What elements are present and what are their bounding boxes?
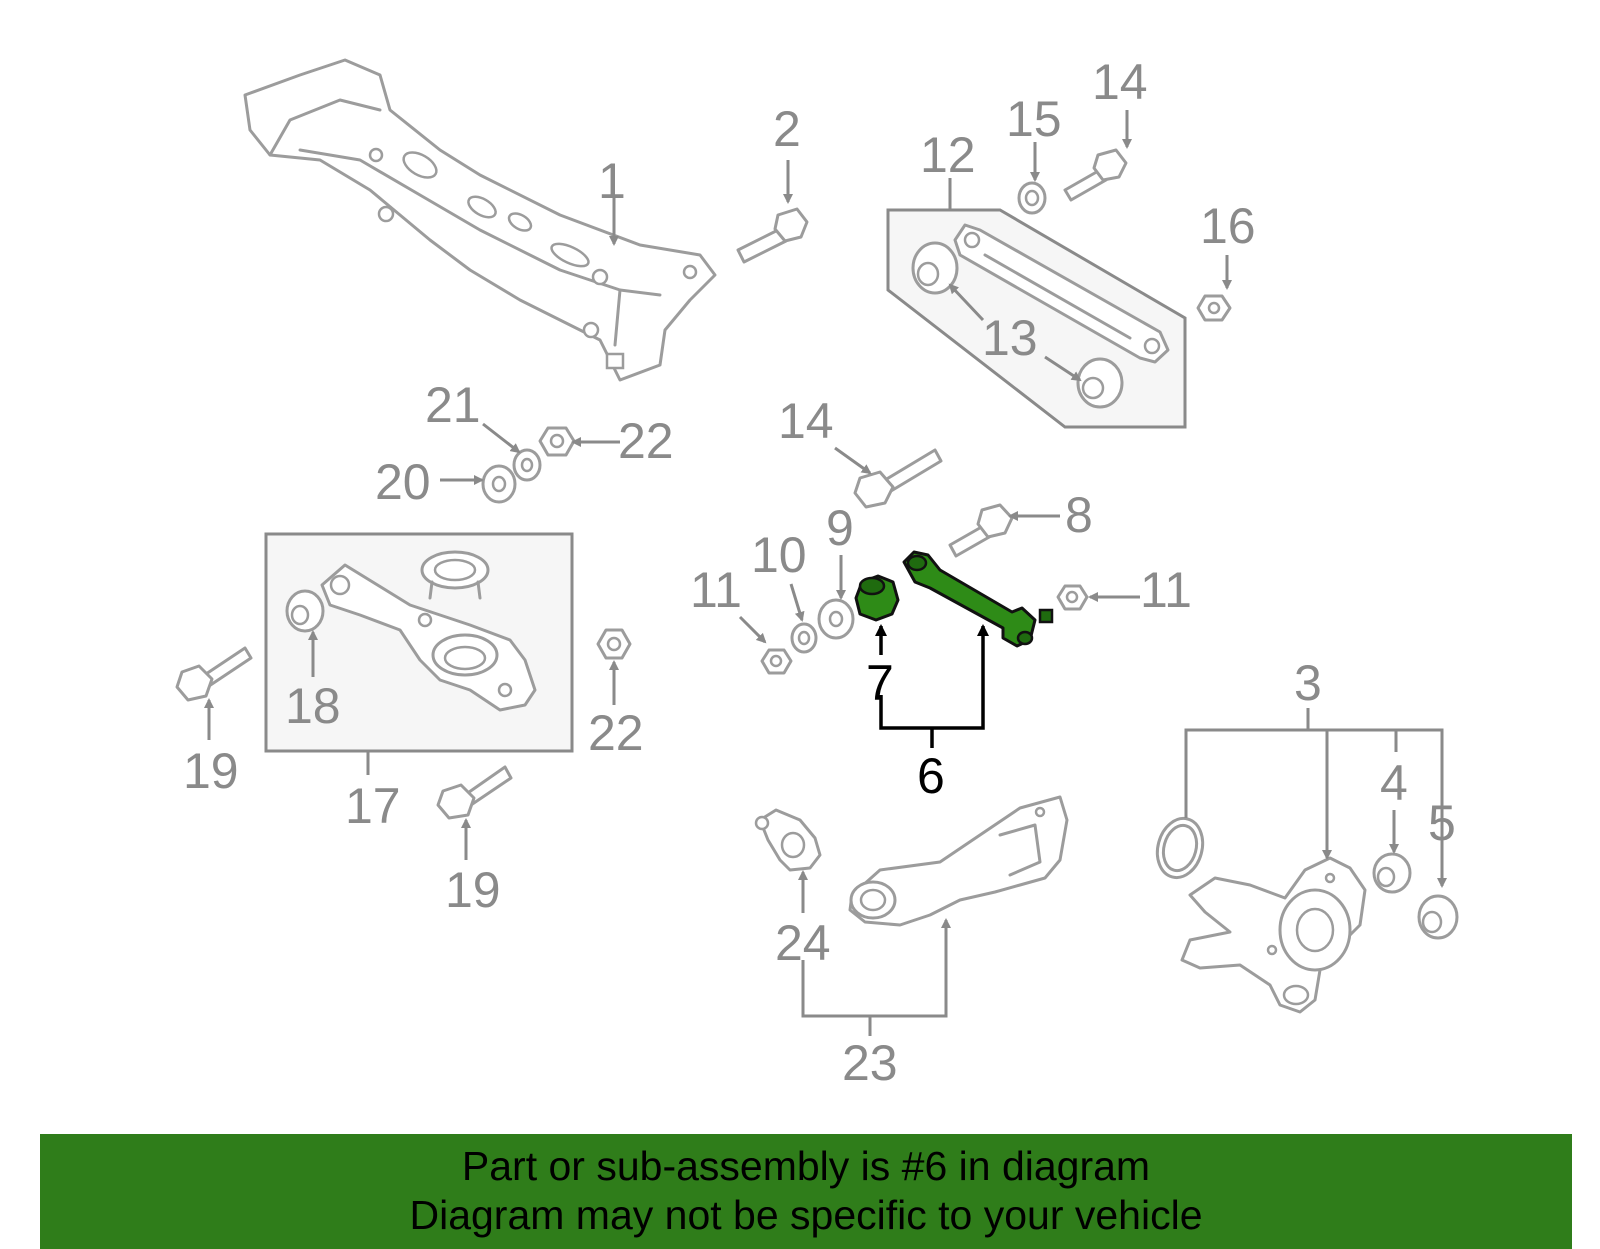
callout-8: 8 bbox=[1065, 487, 1093, 543]
callout-9: 9 bbox=[826, 500, 854, 556]
callout-23: 23 bbox=[842, 1035, 898, 1091]
callout-3: 3 bbox=[1294, 655, 1322, 711]
callout-13: 13 bbox=[982, 310, 1038, 366]
callout-1: 1 bbox=[598, 153, 626, 209]
callout-4: 4 bbox=[1380, 755, 1408, 811]
washer-10-part bbox=[790, 622, 818, 654]
nut-11-left-part bbox=[760, 648, 793, 675]
banner-line-1: Part or sub-assembly is #6 in diagram bbox=[461, 1143, 1151, 1189]
bolt-14-upper-part bbox=[1063, 148, 1128, 202]
bushing-4-part bbox=[1372, 852, 1412, 894]
control-arm-12-part bbox=[953, 223, 1170, 364]
bolt-19-left-part bbox=[175, 646, 253, 702]
nut-11-right-part bbox=[1056, 584, 1089, 611]
info-banner: Part or sub-assembly is #6 in diagram Di… bbox=[40, 1134, 1572, 1249]
seal-ring-part bbox=[1155, 816, 1205, 880]
lower-arm-17-part bbox=[320, 563, 537, 712]
callout-22-lower: 22 bbox=[588, 705, 644, 761]
callout-15: 15 bbox=[1006, 91, 1062, 147]
control-arm-6-highlighted bbox=[902, 550, 1054, 648]
washer-20-part bbox=[481, 464, 517, 504]
bushing-18-part bbox=[285, 589, 325, 633]
nut-22-lower-part bbox=[596, 628, 632, 660]
crossmember-part bbox=[243, 58, 717, 382]
bolt-19-bottom-part bbox=[436, 765, 513, 820]
callout-11-right: 11 bbox=[1140, 562, 1192, 618]
part-17-box bbox=[264, 532, 574, 753]
washer-9-part bbox=[817, 598, 855, 640]
callout-7: 7 bbox=[866, 655, 894, 711]
spring-seat-part bbox=[420, 550, 490, 600]
callout-labels: 1 2 12 14 15 16 13 21 20 22 14 8 9 10 11… bbox=[183, 54, 1456, 1091]
callout-14-upper: 14 bbox=[1092, 54, 1148, 110]
callout-19-bottom: 19 bbox=[445, 862, 501, 918]
callout-6: 6 bbox=[917, 748, 945, 804]
callout-16: 16 bbox=[1200, 198, 1256, 254]
leader-lines bbox=[204, 110, 1447, 1036]
callout-10: 10 bbox=[751, 527, 807, 583]
callout-24: 24 bbox=[775, 915, 831, 971]
callout-12: 12 bbox=[920, 127, 976, 183]
bolt-2-part bbox=[736, 207, 809, 264]
bushing-13-lower bbox=[1076, 357, 1124, 409]
callout-5: 5 bbox=[1428, 795, 1456, 851]
washer-21-part bbox=[512, 448, 542, 482]
callout-17: 17 bbox=[345, 778, 401, 834]
callout-21: 21 bbox=[425, 377, 481, 433]
bushing-5-part bbox=[1417, 894, 1459, 940]
nut-22-upper-part bbox=[538, 426, 576, 457]
bushing-7-highlighted bbox=[854, 574, 900, 622]
bolt-8-part bbox=[948, 503, 1014, 558]
parts-diagram: 1 2 12 14 15 16 13 21 20 22 14 8 9 10 11… bbox=[175, 54, 1459, 1091]
bolt-14-lower-part bbox=[853, 448, 943, 509]
callout-18: 18 bbox=[285, 678, 341, 734]
knuckle-3-part bbox=[1180, 856, 1367, 1014]
washer-15-part bbox=[1017, 181, 1047, 215]
callout-14-lower: 14 bbox=[778, 393, 834, 449]
bushing-24-part bbox=[754, 808, 822, 872]
callout-20: 20 bbox=[375, 454, 431, 510]
highlight-leader-lines bbox=[875, 624, 989, 748]
banner-line-2: Diagram may not be specific to your vehi… bbox=[409, 1192, 1203, 1238]
callout-2: 2 bbox=[773, 101, 801, 157]
trailing-arm-23-part bbox=[848, 795, 1069, 927]
nut-16-part bbox=[1196, 294, 1232, 322]
callout-22-upper: 22 bbox=[618, 413, 674, 469]
bushing-13-upper bbox=[911, 241, 959, 295]
callout-19-left: 19 bbox=[183, 743, 239, 799]
callout-11-left: 11 bbox=[690, 562, 742, 618]
